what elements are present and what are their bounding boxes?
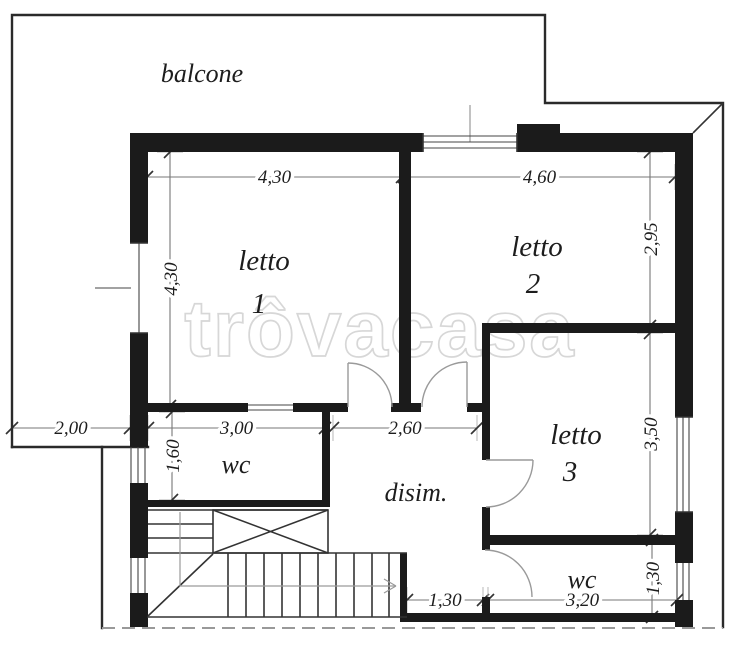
label-letto3-number: 3 — [562, 456, 578, 488]
window-left-1 — [130, 447, 146, 483]
wall-letto1-south-a — [148, 403, 248, 412]
dimension-label: 4,30 — [258, 167, 292, 188]
void-diagonal-2 — [212, 509, 329, 554]
dimension: 4,60 — [397, 164, 682, 192]
dimension-label: 3,50 — [641, 417, 662, 452]
wall-wc1-east — [322, 407, 330, 502]
dimension: 4,30 — [140, 164, 409, 192]
balcony-outline — [10, 13, 725, 630]
wall-letto1-south-b — [293, 403, 348, 412]
dimension-label: 4,60 — [523, 167, 557, 188]
dimension-label: 4,30 — [161, 262, 182, 296]
wall-letto3-south — [488, 535, 675, 545]
wall-letto3-west-3 — [482, 597, 490, 622]
door-letto3 — [485, 459, 534, 508]
wall-letto2-south — [482, 323, 675, 333]
wall-letto3-west-2 — [482, 507, 490, 550]
wall-left-2 — [130, 333, 148, 447]
door-letto2 — [421, 361, 468, 408]
label-wc2: wc — [568, 565, 597, 594]
dimension-label: 1,60 — [163, 439, 184, 473]
wall-south — [405, 613, 677, 622]
doors — [347, 361, 534, 598]
window-right-1 — [675, 416, 693, 513]
dimension: 2,95 — [637, 145, 666, 333]
window-top — [422, 133, 518, 152]
dimension: 2,00 — [5, 415, 137, 443]
stairs-walk-line — [179, 512, 397, 594]
dimension-layer: 4,30 4,60 4,30 2,95 2,00 3,00 2,60 1,60 3,50 1,30… — [5, 145, 684, 624]
window-left-2 — [130, 558, 146, 593]
dimension: 1,30 — [400, 587, 490, 615]
dimension-label: 2,95 — [641, 222, 662, 255]
wall-center-foot — [391, 403, 421, 412]
wall-left-4 — [130, 593, 148, 627]
dimension-label: 2,60 — [388, 418, 422, 439]
label-letto1-name: letto — [238, 245, 290, 277]
stairs — [147, 509, 407, 618]
wall-right-3 — [675, 600, 693, 627]
label-letto3-name: letto — [550, 419, 602, 451]
dimension-label: 1,30 — [643, 561, 664, 595]
wall-right-2 — [675, 512, 693, 563]
wall-top-right — [560, 133, 693, 152]
wall-letto3-west-1 — [482, 333, 490, 460]
wall-wc1-south — [148, 500, 330, 507]
label-letto1-number: 1 — [252, 288, 267, 320]
label-disim: disim. — [385, 478, 448, 507]
wall-top-pillar — [517, 124, 560, 152]
wall-right-1 — [675, 152, 693, 417]
label-letto2-number: 2 — [526, 268, 541, 300]
dimension: 1,30 — [639, 533, 668, 624]
dimension-label: 3,20 — [565, 590, 600, 611]
wall-disim-north-right — [467, 403, 490, 412]
wall-center — [399, 152, 411, 403]
wall-left-3 — [130, 483, 148, 558]
wall-top-left — [130, 133, 423, 152]
label-letto2-name: letto — [511, 231, 563, 263]
opening-wc1 — [248, 404, 293, 411]
room-labels: balcone letto 1 letto 2 letto 3 wc wc di… — [161, 59, 602, 594]
dimension-label: 1,30 — [428, 590, 462, 611]
dimension: 4,30 — [157, 145, 186, 413]
corner-diagonal — [692, 102, 724, 134]
walls — [130, 124, 693, 627]
dimension-label: 3,00 — [219, 418, 254, 439]
door-letto1 — [347, 362, 393, 408]
door-wc2 — [484, 549, 533, 598]
dimension-label: 2,00 — [54, 418, 88, 439]
windows — [95, 133, 693, 600]
window-right-2 — [676, 563, 690, 600]
label-balcone: balcone — [161, 59, 243, 88]
label-wc1: wc — [222, 450, 251, 479]
french-door-left — [95, 242, 148, 334]
dimension: 1,60 — [159, 405, 188, 507]
dimension: 2,60 — [326, 415, 484, 443]
dimension: 3,20 — [481, 587, 684, 615]
wall-stairs-east — [400, 553, 407, 622]
dimension: 3,00 — [141, 415, 332, 443]
wall-left-1 — [130, 152, 148, 243]
dimension: 3,50 — [637, 326, 666, 542]
balcony-perimeter — [10, 13, 725, 629]
